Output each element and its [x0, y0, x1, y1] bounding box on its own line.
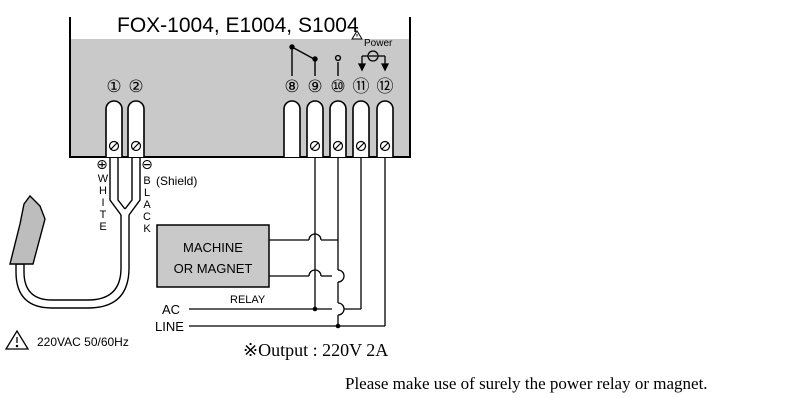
load-label-line2: OR MAGNET: [174, 261, 253, 276]
black-wire-letter: L: [144, 187, 150, 199]
sensor-leads: [15, 157, 141, 309]
power-label: Power: [364, 38, 393, 49]
terminal-8-number: ⑧: [284, 77, 299, 96]
white-wire-letter: T: [100, 209, 107, 221]
terminal-2-number: ②: [128, 77, 143, 96]
supply-voltage-label: 220VAC 50/60Hz: [37, 335, 129, 349]
terminal-8-slot: [283, 100, 301, 157]
output-wiring: [189, 157, 386, 327]
controller-body-outline: [69, 17, 411, 158]
output-rating-note: ※Output : 220V 2A: [243, 340, 388, 360]
terminal-11-number: ⑪: [353, 77, 370, 96]
line-junction-dot: [335, 323, 341, 329]
line-label: LINE: [155, 319, 184, 334]
terminal-12-number: ⑫: [377, 77, 394, 96]
load-label-line1: MACHINE: [183, 240, 243, 255]
ac-label: AC: [162, 302, 180, 317]
white-wire-letter: H: [99, 185, 107, 197]
white-wire-letter: W: [98, 173, 109, 185]
black-wire-letter: A: [143, 199, 151, 211]
warning-icon: [4, 329, 30, 350]
white-wire-letter: E: [99, 221, 106, 233]
white-wire-letter: I: [101, 197, 104, 209]
ac-junction-dot: [312, 306, 318, 312]
sensor-probe: [9, 194, 46, 265]
black-wire-letter: B: [143, 175, 150, 187]
relay-contact-symbol: [289, 44, 342, 76]
relay-usage-note: Please make use of surely the power rela…: [345, 374, 708, 393]
machine-magnet-box: [156, 224, 270, 288]
relay-label: RELAY: [230, 294, 266, 306]
positive-terminal-icon: ⊕: [96, 156, 108, 172]
black-wire-letter: C: [143, 211, 151, 223]
black-wire-letter: K: [143, 223, 151, 235]
shield-label: (Shield): [156, 174, 197, 188]
negative-terminal-icon: ⊖: [141, 156, 153, 172]
power-coil-symbol: [351, 30, 390, 72]
terminal-1-number: ①: [106, 77, 121, 96]
terminal-9-number: ⑨: [307, 77, 322, 96]
model-title: FOX-1004, E1004, S1004: [117, 14, 359, 37]
terminal-10-number: ⑩: [330, 77, 345, 96]
